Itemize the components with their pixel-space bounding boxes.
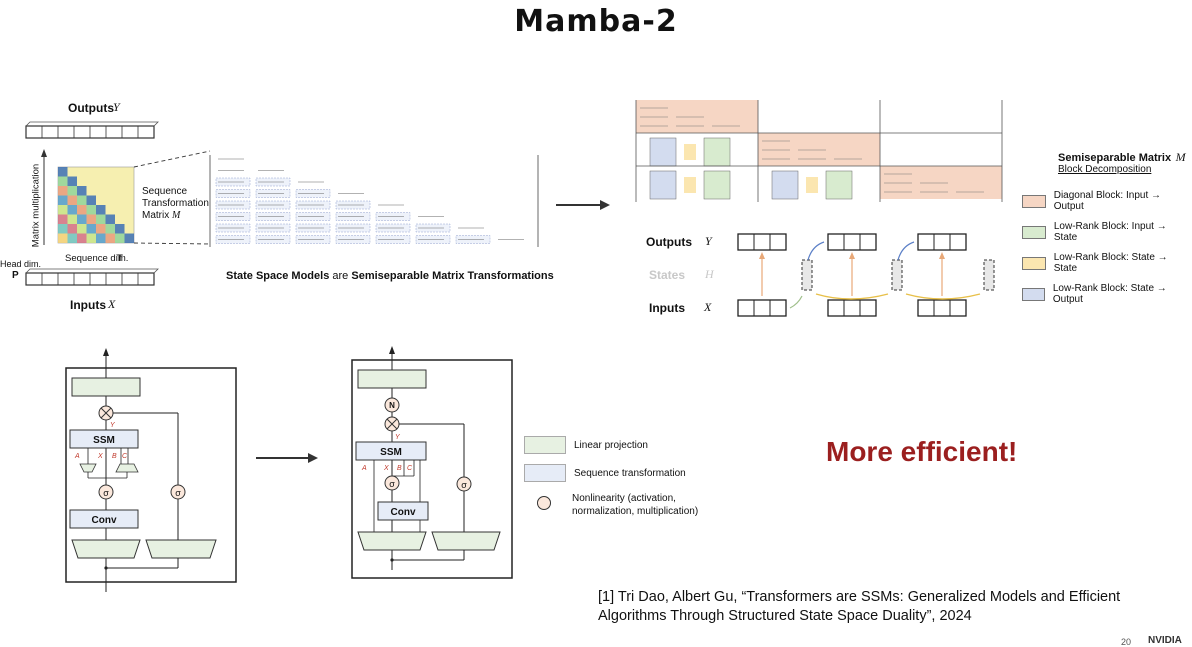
block-decomposition-subtitle: Block Decomposition: [1058, 164, 1152, 175]
mamba1-b-label: B: [112, 453, 117, 460]
nvidia-logo: NVIDIA: [1148, 635, 1182, 646]
ssm-matrix-diagram: [25, 121, 539, 286]
expanded-matrix: [209, 155, 539, 247]
legend-item-input-state: Low-Rank Block: Input → State: [1022, 221, 1192, 243]
block-decomposition-diagram: [635, 100, 1003, 317]
states-label: States: [649, 268, 686, 282]
right-outputs-symbol: Y: [705, 234, 712, 248]
mamba1-y-label: Y: [110, 422, 116, 429]
mamba1-conv-label: Conv: [92, 515, 117, 526]
outputs-label: Outputs: [68, 101, 114, 115]
mamba1-ssm-label: SSM: [93, 435, 115, 446]
mamba1-c-label: C: [122, 453, 128, 460]
legend-item-state-state: Low-Rank Block: State → State: [1022, 252, 1192, 274]
block-grid: [635, 100, 1003, 202]
citation: [1] Tri Dao, Albert Gu, “Transformers ar…: [598, 589, 1121, 624]
component-legend: Linear projection Sequence transformatio…: [524, 436, 702, 518]
right-inputs-symbol: X: [704, 300, 712, 314]
sequence-dim-label: Sequence dim.: [65, 253, 129, 264]
sequence-matrix-heatmap: [57, 166, 135, 244]
legend-item-diagonal: Diagonal Block: Input → Output: [1022, 190, 1192, 212]
head-dim-label: Head dim.: [0, 259, 42, 269]
head-dim-symbol: P: [12, 270, 19, 281]
more-efficient-headline: More efficient!: [826, 436, 1018, 467]
block-transform-arrow: [256, 453, 318, 463]
mamba2-c-label: C: [407, 465, 413, 472]
right-outputs-label: Outputs: [646, 235, 692, 249]
inputs-vector: [25, 268, 159, 286]
mamba2-norm-label: N: [389, 401, 395, 410]
mamba1-sigma-1: σ: [103, 488, 109, 498]
mamba1-a-label: A: [74, 453, 80, 460]
outputs-vector: [25, 121, 159, 139]
ssm-caption: State Space Models are Semiseparable Mat…: [226, 270, 554, 282]
mamba2-sigma-1: σ: [389, 479, 395, 489]
mamba2-sigma-2: σ: [461, 480, 467, 490]
inputs-symbol: X: [108, 297, 116, 311]
ssm-matrix-figure: [0, 95, 560, 315]
page-title: Mamba-2: [514, 4, 678, 39]
mamba2-x-label: X: [383, 465, 389, 472]
mamba2-y-label: Y: [395, 434, 401, 441]
mamba2-conv-label: Conv: [391, 507, 416, 518]
block-legend: Diagonal Block: Input → Output Low-Rank …: [1022, 190, 1192, 305]
transform-arrow: [556, 200, 610, 210]
semiseparable-legend-title: Semiseparable Matrix M: [1058, 150, 1186, 164]
sequence-matrix-label: Sequence Transformation Matrix M: [142, 186, 209, 221]
legend-item-state-output: Low-Rank Block: State → Output: [1022, 283, 1192, 305]
inputs-label: Inputs: [70, 298, 106, 312]
recurrence-diagram: [737, 233, 995, 317]
legend-linear-projection: Linear projection: [524, 436, 702, 454]
right-inputs-label: Inputs: [649, 301, 685, 315]
legend-sequence-transformation: Sequence transformation: [524, 464, 702, 482]
matrix-mult-label: Matrix multiplication: [30, 163, 42, 248]
states-symbol: H: [705, 267, 714, 281]
mamba1-sigma-2: σ: [175, 488, 181, 498]
legend-nonlinearity: Nonlinearity (activation, normalization,…: [524, 492, 702, 518]
mamba2-b-label: B: [397, 465, 402, 472]
mamba2-a-label: A: [361, 465, 367, 472]
mamba2-ssm-label: SSM: [380, 447, 402, 458]
sequence-dim-symbol: T: [117, 253, 123, 264]
mamba2-block-diagram: SSM Conv N σ σ Y A X B C: [351, 346, 513, 579]
outputs-symbol: Y: [113, 100, 120, 114]
page-number: 20: [1121, 637, 1132, 647]
mamba1-block-diagram: SSM Conv σ σ Y A X B C: [65, 348, 237, 592]
mamba1-x-label: X: [97, 453, 103, 460]
